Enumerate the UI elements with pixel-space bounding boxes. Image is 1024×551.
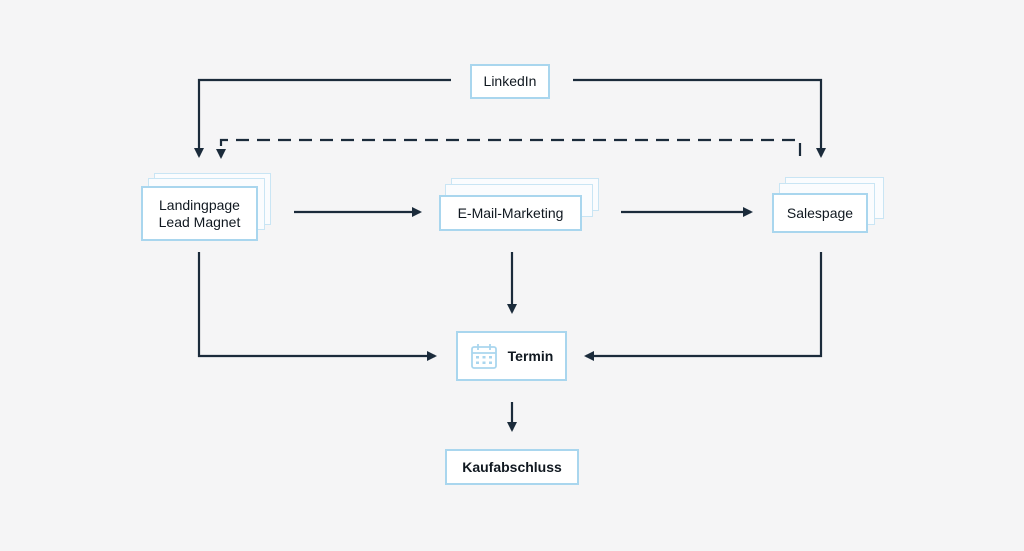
edge-salespage-landingpage-dashed: [216, 138, 802, 159]
node-landingpage-line2: Lead Magnet: [158, 213, 241, 230]
edge-salespage-termin: [584, 252, 823, 361]
node-kaufabschluss: Kaufabschluss: [445, 449, 579, 485]
node-termin-label: Termin: [507, 347, 554, 364]
edge-linkedin-landingpage: [194, 78, 451, 158]
node-email-marketing-label: E-Mail-Marketing: [457, 204, 564, 221]
node-kaufabschluss-label: Kaufabschluss: [462, 458, 562, 475]
edge-linkedin-salespage: [573, 78, 826, 158]
node-linkedin-label: LinkedIn: [483, 73, 537, 89]
calendar-icon: [470, 344, 497, 369]
node-salespage-label: Salespage: [786, 204, 854, 221]
node-email-marketing: E-Mail-Marketing: [439, 195, 582, 231]
node-landingpage-line1: Landingpage: [159, 196, 240, 213]
node-linkedin: LinkedIn: [470, 64, 550, 99]
edge-landingpage-termin: [197, 252, 437, 361]
node-landingpage: Landingpage Lead Magnet: [141, 186, 258, 241]
node-termin: Termin: [456, 331, 567, 381]
node-salespage: Salespage: [772, 193, 868, 233]
